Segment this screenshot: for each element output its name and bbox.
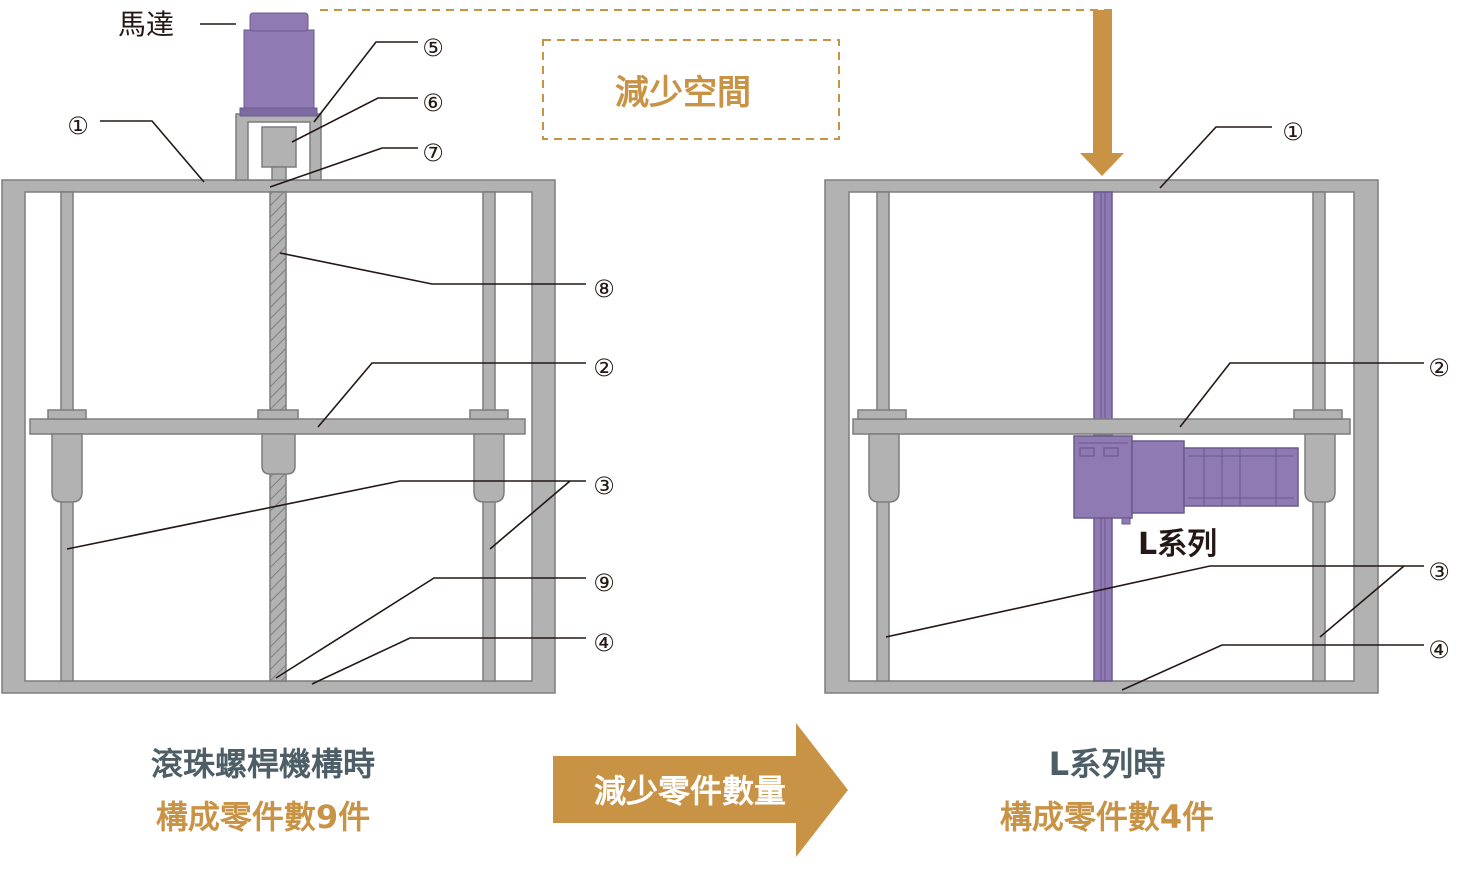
right-caption-count: 構成零件數4件 <box>1000 798 1214 836</box>
left-assembly <box>1 12 556 694</box>
callout-left-4: ④ <box>593 629 615 657</box>
callout-left-9: ⑨ <box>593 569 615 597</box>
svg-text:⑧: ⑧ <box>593 275 615 303</box>
callout-right-1: ① <box>1282 118 1304 146</box>
svg-text:②: ② <box>593 354 615 382</box>
left-bushing-2 <box>473 433 505 503</box>
svg-text:②: ② <box>1428 354 1450 382</box>
left-moving-plate <box>29 418 526 435</box>
callout-left-7: ⑦ <box>422 139 444 167</box>
right-callouts: ① ② ③ ④ <box>1282 118 1450 664</box>
left-nut-top-3 <box>469 409 509 420</box>
left-caption-count: 構成零件數9件 <box>156 798 370 836</box>
svg-text:④: ④ <box>1428 636 1450 664</box>
right-frame <box>824 179 1379 694</box>
right-nut-top-2 <box>1293 409 1343 420</box>
callout-left-5: ⑤ <box>422 34 444 62</box>
l-series-gearbox <box>1131 440 1185 514</box>
svg-text:⑨: ⑨ <box>593 569 615 597</box>
l-series-label: L系列 <box>1138 527 1217 562</box>
coupling <box>261 126 297 168</box>
callout-right-3: ③ <box>1428 558 1450 586</box>
reduce-space-box <box>542 39 840 140</box>
left-callouts: ① ⑤ ⑥ ⑦ ⑧ ② ③ ⑨ ④ <box>67 34 615 657</box>
motor-body <box>243 29 315 109</box>
svg-text:③: ③ <box>593 472 615 500</box>
right-caption-title: L系列時 <box>1049 745 1165 783</box>
left-frame <box>1 179 556 694</box>
motor-cap <box>249 12 309 32</box>
l-series-slider <box>1073 435 1133 519</box>
left-leader-lines <box>66 23 586 685</box>
svg-text:①: ① <box>67 112 89 140</box>
left-nut-top-2 <box>257 409 299 420</box>
callout-left-3: ③ <box>593 472 615 500</box>
left-bushing-1 <box>51 433 83 503</box>
callout-right-4: ④ <box>1428 636 1450 664</box>
callout-left-2: ② <box>593 354 615 382</box>
svg-text:①: ① <box>1282 118 1304 146</box>
svg-text:④: ④ <box>593 629 615 657</box>
callout-left-8: ⑧ <box>593 275 615 303</box>
left-caption-title: 滾珠螺桿機構時 <box>151 745 375 783</box>
svg-text:⑥: ⑥ <box>422 89 444 117</box>
callout-right-2: ② <box>1428 354 1450 382</box>
callout-left-6: ⑥ <box>422 89 444 117</box>
reduce-parts-label: 減少零件數量 <box>594 772 786 810</box>
right-assembly <box>824 179 1379 694</box>
svg-text:③: ③ <box>1428 558 1450 586</box>
right-nut-top-1 <box>857 409 907 420</box>
svg-text:⑦: ⑦ <box>422 139 444 167</box>
right-moving-plate <box>852 418 1351 435</box>
coupling-shaft <box>271 166 287 181</box>
right-bushing-1 <box>868 433 900 503</box>
svg-text:⑤: ⑤ <box>422 34 444 62</box>
right-leader-lines <box>885 126 1424 691</box>
reduce-parts-arrow <box>553 723 848 857</box>
reduce-space-label: 減少空間 <box>615 73 751 113</box>
motor-flange <box>239 107 318 117</box>
left-nut-top-1 <box>47 409 87 420</box>
motor-label: 馬達 <box>118 8 174 41</box>
l-series-motor <box>1183 447 1299 507</box>
down-arrow <box>1080 10 1124 176</box>
right-bushing-2 <box>1304 433 1336 503</box>
callout-left-1: ① <box>67 112 89 140</box>
left-ballnut <box>261 433 296 475</box>
